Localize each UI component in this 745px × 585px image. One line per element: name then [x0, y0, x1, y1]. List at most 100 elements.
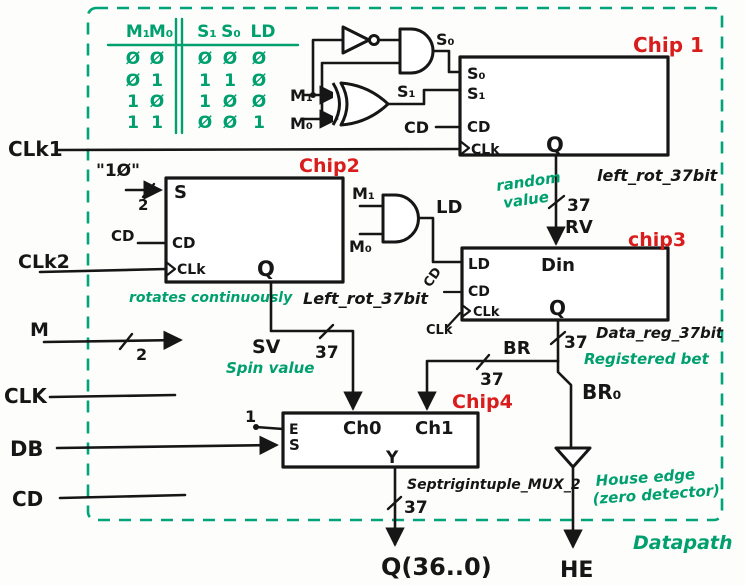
- chip3-pin-din: Din: [541, 255, 575, 276]
- clk2-label: CLk2: [18, 251, 70, 273]
- chip4-pin-ch1: Ch1: [415, 418, 454, 439]
- tt-cell: Ø: [198, 113, 212, 133]
- ld-logic: M₁ M₀ LD: [349, 184, 464, 264]
- m1-input-label: M₁: [290, 86, 313, 105]
- y-output-net: 37 Q(36..0): [381, 465, 492, 581]
- q-output-label: Q(36..0): [381, 553, 492, 581]
- cd-net-label-chip3: CD: [421, 265, 445, 290]
- not-gate: [341, 25, 371, 55]
- chip4: Chip4 E S Ch0 Ch1 Y Septrigintuple_MUX_2…: [245, 391, 581, 493]
- tt-header-s1: S₁: [197, 22, 217, 42]
- chip4-body: [281, 411, 480, 469]
- cd-net-label-chip1: CD: [404, 118, 429, 137]
- m-label: M: [30, 319, 49, 341]
- chip2-note: rotates continuously: [129, 290, 293, 306]
- y-bus-width: 37: [404, 498, 428, 518]
- chip1-pin-cd: CD: [467, 118, 490, 136]
- chip2-clock-mark: [164, 260, 177, 278]
- m0-input-label-b: M₀: [349, 237, 372, 256]
- chip2-pin-s: S: [174, 182, 187, 203]
- cd-net-label-chip2: CD: [111, 227, 134, 245]
- tt-cell: Ø: [223, 113, 237, 133]
- m1-input-label-b: M₁: [352, 184, 375, 203]
- xor-gate-arc: [331, 82, 341, 126]
- tt-cell: Ø: [252, 71, 266, 91]
- chip1-pin-q: Q: [546, 133, 564, 157]
- chip3-clock-mark: [460, 303, 472, 319]
- tt-cell: Ø: [223, 49, 237, 69]
- m0-input-label: M₀: [290, 114, 313, 133]
- chip3-pin-clk: CLk: [473, 305, 500, 320]
- chip1-pin-clk: CLk: [471, 142, 500, 158]
- tt-cell: Ø: [126, 49, 140, 69]
- m-bus-width: 2: [136, 345, 147, 364]
- chip1-clock-mark: [458, 139, 471, 157]
- clk-label: CLK: [4, 384, 48, 408]
- db-label: DB: [10, 437, 43, 461]
- chip3-pin-cd: CD: [468, 284, 490, 300]
- chip3-body: [460, 246, 670, 322]
- chip2-pin-clk: CLk: [177, 262, 206, 278]
- datapath-label: Datapath: [633, 532, 733, 554]
- not-bubble: [368, 34, 380, 46]
- clk1-label: CLk1: [8, 137, 63, 161]
- xor-gate: [339, 81, 390, 127]
- and-gate-ld: [381, 193, 420, 244]
- chip1-title: Chip 1: [633, 33, 704, 57]
- s-bus-width: 2: [138, 196, 148, 214]
- tt-cell: Ø: [252, 49, 266, 69]
- chip4-pin-y: Y: [385, 448, 399, 468]
- tt-header-m1: M₁: [126, 22, 150, 42]
- sv-bus-width: 37: [315, 343, 339, 363]
- chip4-pin-e: E: [289, 422, 299, 438]
- tt-header-m0: M₀: [149, 22, 173, 42]
- s0-net-label: S₀: [436, 30, 455, 49]
- const-one-label: 1: [245, 407, 256, 426]
- chip4-pin-s: S: [289, 436, 300, 454]
- chip4-pin-ch0: Ch0: [343, 418, 382, 439]
- chip2-title: Chip2: [299, 155, 360, 177]
- chip3-note: Registered bet: [584, 350, 710, 368]
- tt-cell: 1: [199, 92, 211, 112]
- datapath-border: [86, 6, 724, 522]
- chip1-type: left_rot_37bit: [597, 166, 719, 185]
- tt-cell: 1: [224, 71, 236, 91]
- rv-bus-width: 37: [567, 196, 591, 216]
- chip4-title: Chip4: [452, 391, 513, 413]
- spin-value-note: Spin value: [226, 359, 314, 377]
- br-bus-width: 37: [480, 370, 504, 390]
- cd-label: CD: [12, 487, 43, 511]
- tt-cell: Ø: [252, 92, 266, 112]
- tt-cell: 1: [253, 113, 265, 133]
- tt-header-ld: LD: [251, 22, 276, 42]
- s1-net-label: S₁: [397, 82, 416, 101]
- rv-net-label: RV: [565, 217, 593, 238]
- chip3-type: Data_reg_37bit: [596, 324, 724, 342]
- br-net-label: BR: [503, 338, 531, 359]
- tt-header-s0: S₀: [221, 22, 241, 42]
- sv-net-label: SV: [252, 336, 281, 358]
- and-gate-s0: [398, 27, 435, 75]
- rv-net: 37 RV random value: [495, 153, 593, 246]
- zero-detector-buffer: [554, 446, 592, 469]
- tt-cell: 1: [151, 71, 163, 91]
- tt-cell: 1: [127, 113, 139, 133]
- chip1-body: [458, 55, 670, 157]
- chip2-pin-q: Q: [257, 257, 275, 281]
- tt-cell: Ø: [126, 71, 140, 91]
- q3-bus-width: 37: [564, 333, 588, 353]
- tt-cell: Ø: [150, 92, 164, 112]
- const-ten-label: "1Ø": [96, 161, 140, 181]
- chip2: Chip2 "1Ø" 2 S CD CD CLk Q rotates conti…: [96, 155, 429, 308]
- chip1-pin-s1: S₁: [467, 84, 486, 103]
- external-inputs: CLk1 CLk2 M 2 CLK DB CD: [4, 137, 462, 511]
- tt-cell: Ø: [198, 49, 212, 69]
- chip3: chip3 LD CD CLk Din Q CD CLk Data_reg_37…: [421, 229, 724, 368]
- select-logic: M₁ M₀ S₀ S₁ CD: [290, 25, 462, 137]
- truth-table: M₁ M₀ S₁ S₀ LD Ø Ø Ø Ø Ø Ø 1 1 1 Ø 1 Ø 1…: [106, 17, 300, 135]
- chip1: Chip 1 S₀ S₁ CD CLk Q left_rot_37bit: [458, 33, 719, 185]
- chip1-pin-s0: S₀: [467, 64, 486, 83]
- chip3-title: chip3: [628, 229, 686, 251]
